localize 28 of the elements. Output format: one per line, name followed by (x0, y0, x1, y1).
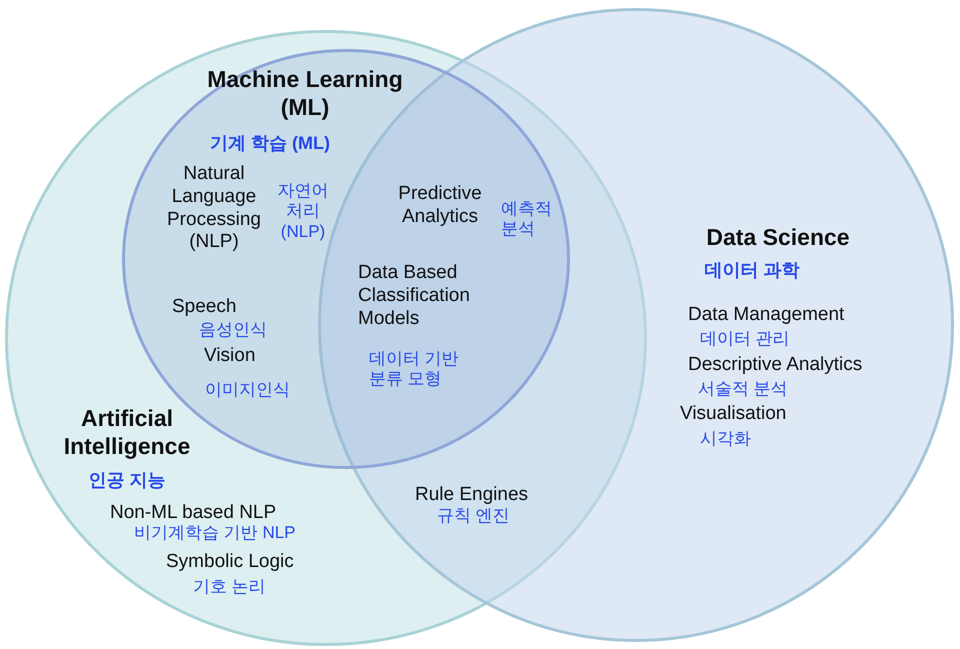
region-label: Speech (172, 296, 236, 319)
region-label: Visualisation (680, 403, 786, 426)
circle-title: Machine Learning (ML) (206, 66, 404, 122)
translation-label: 예측적 분석 (501, 199, 553, 240)
region-label: Natural Language Processing (NLP) (166, 163, 262, 254)
translation-label: 데이터 기반 분류 모형 (369, 349, 460, 390)
circle-subtitle: 기계 학습 (ML) (209, 133, 331, 155)
translation-label: 서술적 분석 (698, 379, 788, 400)
translation-label: 규칙 엔진 (437, 506, 510, 526)
region-label: Descriptive Analytics (688, 354, 862, 377)
translation-label: 시각화 (700, 429, 751, 450)
translation-label: 비기계학습 기반 NLP (134, 523, 296, 544)
region-label: Rule Engines (415, 484, 528, 507)
translation-label: 이미지인식 (205, 380, 290, 400)
region-label: Data Based Classification Models (358, 262, 471, 330)
translation-label: 데이터 관리 (700, 329, 790, 350)
circle-subtitle: 인공 지능 (87, 470, 166, 492)
circle-title: Artificial Intelligence (62, 405, 192, 460)
translation-label: 자연어 처리 (NLP) (276, 181, 330, 242)
region-label: Predictive Analytics (397, 183, 483, 229)
translation-label: 기호 논리 (193, 577, 266, 598)
region-label: Symbolic Logic (166, 551, 294, 574)
circle-subtitle: 데이터 과학 (703, 260, 800, 282)
region-label: Non-ML based NLP (110, 502, 276, 525)
circle-title: Data Science (705, 224, 851, 252)
region-label: Vision (204, 345, 256, 368)
region-label: Data Management (688, 304, 844, 327)
translation-label: 음성인식 (199, 320, 267, 340)
